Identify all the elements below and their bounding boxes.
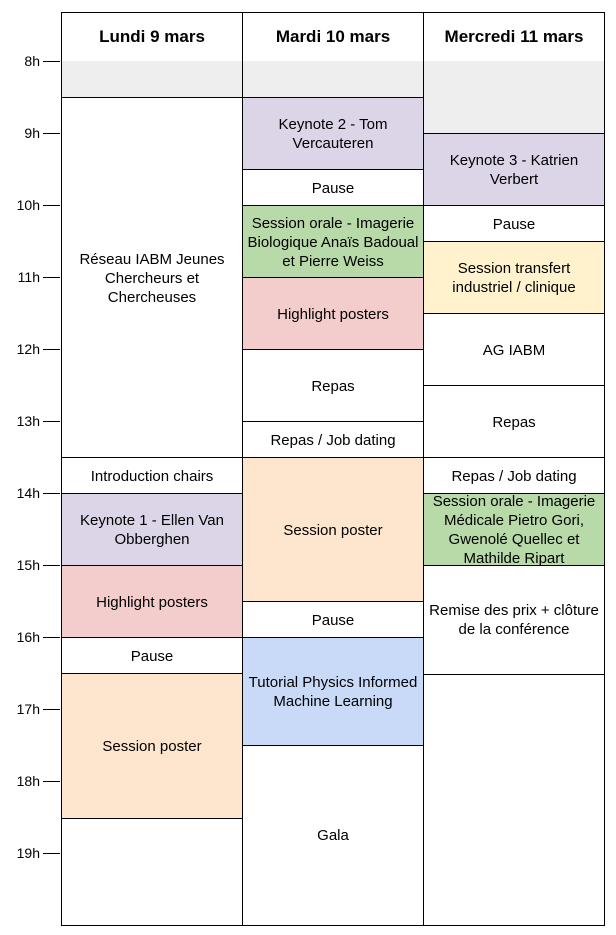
schedule-event: Repas / Job dating [424, 457, 604, 495]
schedule-event: Repas [243, 349, 423, 423]
hour-tick [43, 61, 60, 62]
hour-label: 13h [16, 413, 40, 429]
hour-tick [43, 205, 60, 206]
hour-label: 11h [17, 269, 40, 285]
schedule-event: Gala [243, 745, 423, 925]
day-header: Mardi 10 mars [242, 12, 424, 62]
hour-label: 14h [16, 485, 40, 501]
schedule-event: Remise des prix + clôture de la conféren… [424, 565, 604, 675]
hour-tick [43, 421, 60, 422]
hour-label: 15h [16, 557, 40, 573]
schedule-event: Pause [243, 601, 423, 639]
schedule-event: Session orale - Imagerie Biologique Anaï… [243, 205, 423, 279]
hour-tick [43, 853, 60, 854]
schedule-event: AG IABM [424, 313, 604, 387]
hour-tick [43, 709, 60, 710]
hour-label: 9h [24, 125, 40, 141]
hour-tick [43, 637, 60, 638]
schedule-event: Keynote 2 - Tom Vercauteren [243, 97, 423, 171]
schedule-event: Réseau IABM Jeunes Chercheurs et Cherche… [62, 97, 242, 459]
hour-tick [43, 565, 60, 566]
hour-label: 16h [16, 629, 40, 645]
schedule-event: Highlight posters [243, 277, 423, 351]
hour-tick [43, 133, 60, 134]
hour-label: 18h [16, 773, 40, 789]
schedule-event: Session poster [243, 457, 423, 603]
hour-tick [43, 349, 60, 350]
schedule-event: Pause [243, 169, 423, 207]
day-header: Mercredi 11 mars [423, 12, 605, 62]
schedule-event: Keynote 3 - Katrien Verbert [424, 133, 604, 207]
schedule-blank-slot [243, 61, 423, 99]
schedule-event: Repas / Job dating [243, 421, 423, 459]
schedule-event: Session poster [62, 673, 242, 819]
day-header: Lundi 9 mars [61, 12, 243, 62]
hour-tick [43, 277, 60, 278]
hour-label: 17h [16, 701, 40, 717]
schedule-event: Introduction chairs [62, 457, 242, 495]
hour-label: 12h [16, 341, 40, 357]
schedule-event: Pause [62, 637, 242, 675]
hour-label: 19h [16, 845, 40, 861]
schedule-event: Pause [424, 205, 604, 243]
hour-tick [43, 493, 60, 494]
schedule-event: Session transfert industriel / clinique [424, 241, 604, 315]
schedule-event: Keynote 1 - Ellen Van Obberghen [62, 493, 242, 567]
schedule-event: Session orale - Imagerie Médicale Pietro… [424, 493, 604, 567]
schedule-blank-slot [424, 61, 604, 135]
schedule-event: Tutorial Physics Informed Machine Learni… [243, 637, 423, 747]
schedule-event: Highlight posters [62, 565, 242, 639]
hour-label: 10h [16, 197, 40, 213]
hour-label: 8h [24, 53, 40, 69]
schedule-blank-slot [62, 61, 242, 99]
hour-tick [43, 781, 60, 782]
schedule-event: Repas [424, 385, 604, 459]
day-column: Réseau IABM Jeunes Chercheurs et Cherche… [61, 61, 243, 926]
